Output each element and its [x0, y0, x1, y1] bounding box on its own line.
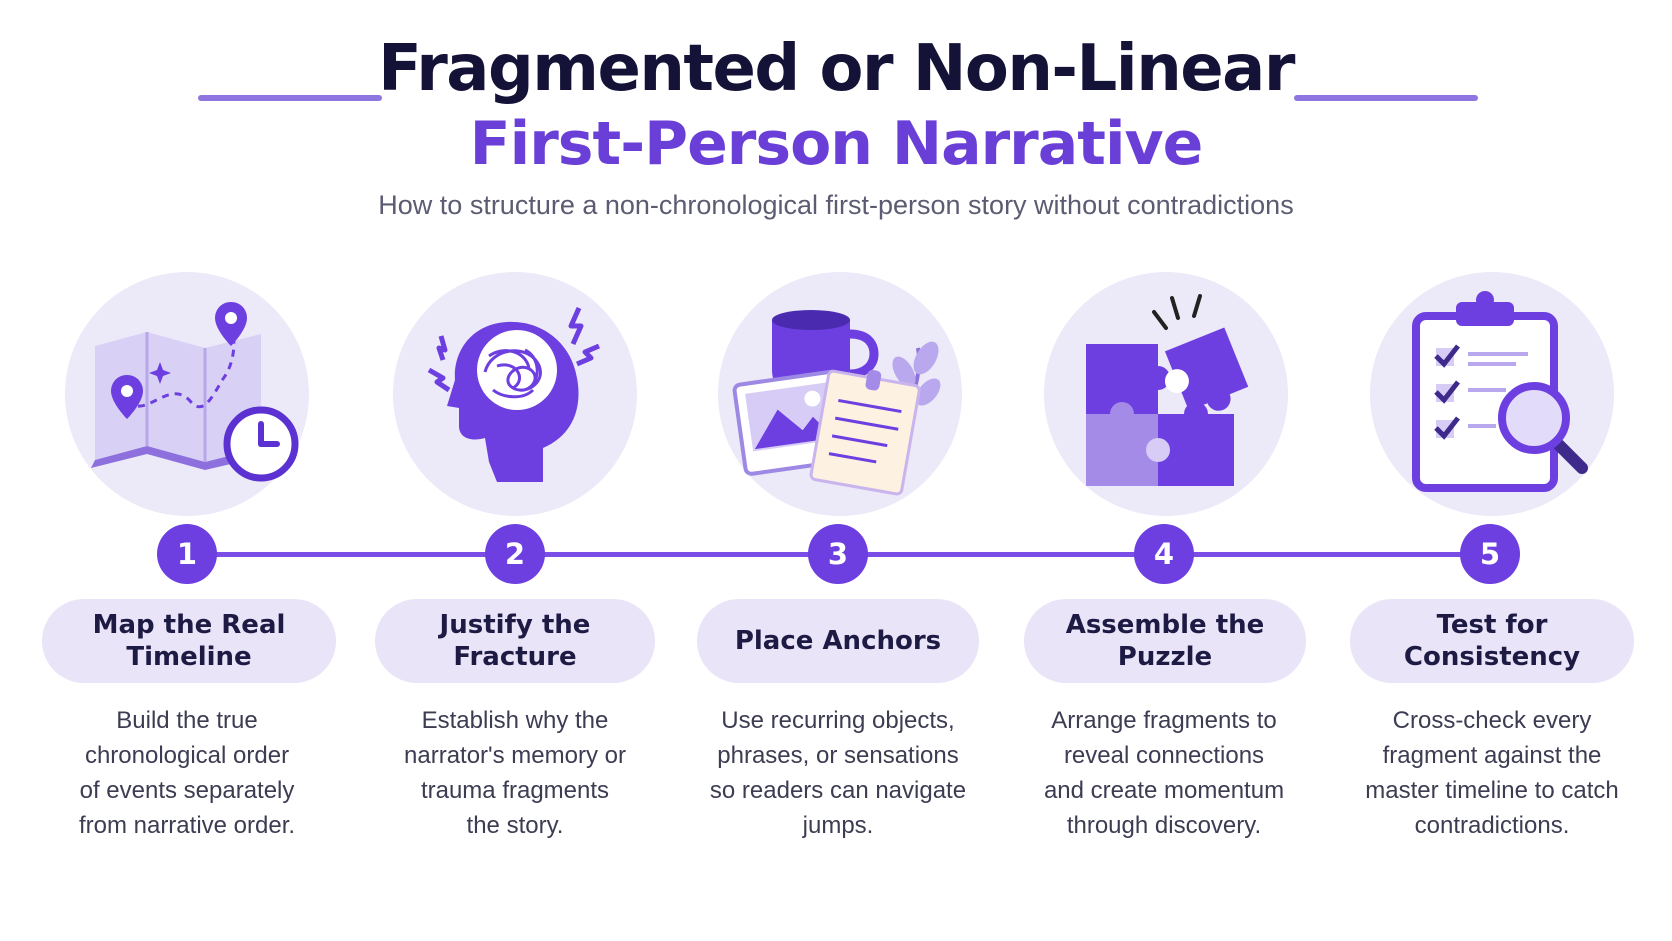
desc-5-line-4: contradictions.	[1414, 812, 1570, 839]
step-number-5: 5	[1460, 524, 1520, 584]
header: Fragmented or Non-Linear First-Person Na…	[0, 30, 1672, 180]
step-title-3: Place Anchors	[697, 599, 979, 683]
desc-3-line-4: jumps.	[802, 812, 874, 839]
step-title-1-line-1: Map the Real	[92, 610, 286, 640]
desc-1-line-4: from narrative order.	[78, 812, 296, 839]
step-number-3: 3	[808, 524, 868, 584]
desc-5-line-2: fragment against the	[1382, 742, 1602, 769]
step-number-2: 2	[485, 524, 545, 584]
puzzle-icon	[1044, 272, 1288, 516]
step-description-5: Cross-check every fragment against the m…	[1352, 703, 1632, 843]
desc-4-line-4: through discovery.	[1066, 812, 1262, 839]
desc-2-line-2: narrator's memory or	[404, 742, 626, 769]
desc-2-line-1: Establish why the	[421, 707, 609, 734]
step-title-5-line-2: Consistency	[1403, 642, 1581, 672]
desc-1-line-2: chronological order	[84, 742, 290, 769]
title-rule-right	[1294, 95, 1478, 101]
step-title-4-line-1: Assemble the	[1065, 610, 1265, 640]
title-line-2: First-Person Narrative	[469, 109, 1204, 179]
step-title-5-line-1: Test for	[1436, 610, 1548, 640]
fractured-mind-icon	[393, 272, 637, 516]
desc-3-line-2: phrases, or sensations	[717, 742, 959, 769]
title-line-1: Fragmented or Non-Linear	[378, 32, 1295, 106]
step-description-4: Arrange fragments to reveal connections …	[1024, 703, 1304, 843]
step-description-3: Use recurring objects, phrases, or sensa…	[698, 703, 978, 843]
step-title-1-line-2: Timeline	[126, 642, 252, 672]
step-title-4-line-2: Puzzle	[1117, 642, 1213, 672]
step-title-4: Assemble the Puzzle	[1024, 599, 1306, 683]
step-title-5: Test for Consistency	[1350, 599, 1634, 683]
desc-5-line-3: master timeline to catch	[1365, 777, 1619, 804]
step-title-3-line-1: Place Anchors	[734, 626, 942, 656]
step-title-2-line-2: Fracture	[453, 642, 577, 672]
desc-4-line-2: reveal connections	[1063, 742, 1265, 769]
step-title-1: Map the Real Timeline	[42, 599, 336, 683]
subtitle: How to structure a non-chronological fir…	[378, 190, 1294, 220]
map-clock-icon	[65, 272, 309, 516]
desc-1-line-1: Build the true	[116, 707, 258, 734]
desc-3-line-3: so readers can navigate	[709, 777, 967, 804]
title-rule-left	[198, 95, 382, 101]
step-title-2: Justify the Fracture	[375, 599, 655, 683]
desc-4-line-3: and create momentum	[1043, 777, 1285, 804]
step-number-1: 1	[157, 524, 217, 584]
desc-4-line-1: Arrange fragments to	[1051, 707, 1277, 734]
desc-2-line-3: trauma fragments	[420, 777, 610, 804]
step-number-4: 4	[1134, 524, 1194, 584]
desc-1-line-3: of events separately	[79, 777, 295, 804]
desc-3-line-1: Use recurring objects,	[721, 707, 955, 734]
step-description-1: Build the true chronological order of ev…	[47, 703, 327, 843]
anchor-objects-icon	[718, 272, 962, 516]
checklist-magnifier-icon	[1370, 272, 1614, 516]
desc-5-line-1: Cross-check every	[1392, 707, 1592, 734]
desc-2-line-4: the story.	[466, 812, 564, 839]
step-description-2: Establish why the narrator's memory or t…	[375, 703, 655, 843]
step-title-2-line-1: Justify the	[439, 610, 591, 640]
